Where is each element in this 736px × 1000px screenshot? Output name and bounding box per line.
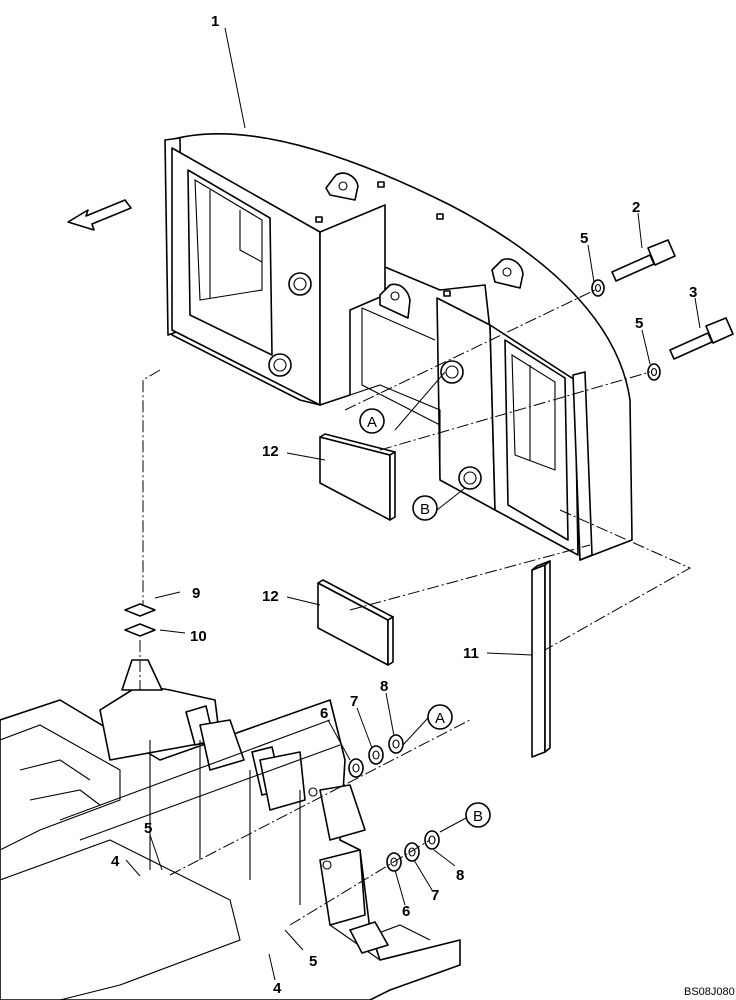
- assembly-lines: [139, 289, 692, 926]
- part-label-4-b: 4: [273, 980, 282, 997]
- bolt-3: [669, 317, 734, 360]
- part-label-11: 11: [463, 645, 479, 662]
- svg-text:A: A: [435, 710, 445, 727]
- svg-text:B: B: [473, 808, 483, 825]
- bolt-2: [611, 239, 676, 282]
- ref-mark-b-upper: B: [412, 495, 438, 521]
- ref-mark-a-lower: A: [427, 704, 453, 730]
- leader-lines: [125, 27, 701, 981]
- ref-mark-b-lower: B: [465, 802, 491, 828]
- part-label-6-a: 6: [320, 705, 328, 722]
- upper-frame-structure: [0, 659, 461, 1000]
- svg-text:A: A: [367, 414, 377, 431]
- part-label-2: 2: [632, 199, 640, 216]
- svg-text:B: B: [420, 501, 430, 518]
- part-label-5-b: 5: [635, 315, 643, 332]
- washer-stack-b: [386, 830, 440, 872]
- part-label-1: 1: [211, 13, 219, 30]
- part-label-8-a: 8: [380, 678, 388, 695]
- part-label-7-a: 7: [350, 693, 358, 710]
- part-label-9: 9: [192, 585, 200, 602]
- ref-mark-a-upper: A: [359, 408, 385, 434]
- part-label-5-d: 5: [309, 953, 317, 970]
- washer-5-upper: [591, 279, 661, 381]
- washer-stack-a: [348, 734, 404, 778]
- part-label-12-b: 12: [262, 588, 279, 605]
- part-label-5-c: 5: [144, 820, 152, 837]
- drawing-code: BS08J080: [684, 986, 735, 998]
- part-label-5-a: 5: [580, 230, 588, 247]
- part-label-10: 10: [190, 628, 207, 645]
- part-label-8-b: 8: [456, 867, 464, 884]
- part-label-3: 3: [689, 284, 697, 301]
- part-label-6-b: 6: [402, 903, 410, 920]
- part-label-7-b: 7: [431, 887, 439, 904]
- counterweight-body: [164, 132, 633, 561]
- shim-9: [124, 603, 156, 617]
- part-label-4-a: 4: [111, 853, 120, 870]
- rod-11: [531, 560, 551, 758]
- part-label-12-a: 12: [262, 443, 279, 460]
- shim-10: [124, 623, 156, 637]
- front-direction-arrow-icon: [67, 199, 132, 231]
- shim-plate-12-upper: [319, 433, 396, 521]
- shim-plate-12-lower: [317, 579, 394, 666]
